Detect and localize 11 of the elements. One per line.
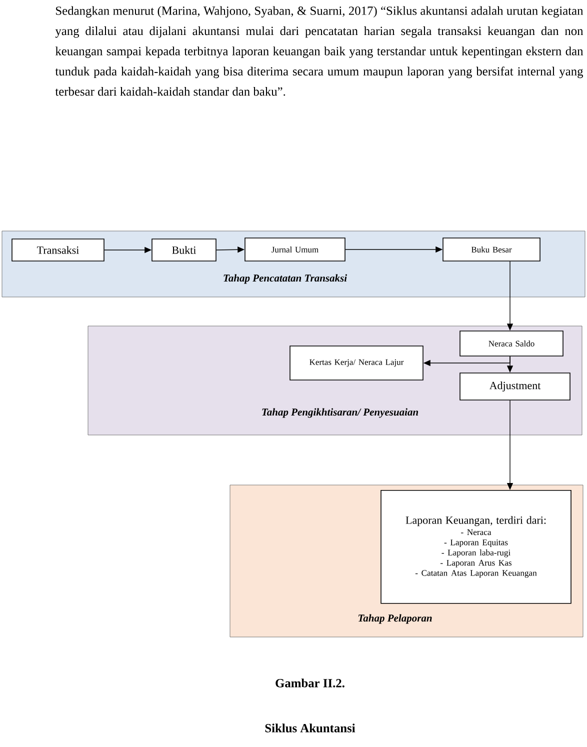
report-box: Laporan Keuangan, terdiri dari: - Neraca - Laporan Equitas - Laporan laba-rugi - Laporan Arus Kas - Catatan Atas Laporan Keuangan xyxy=(380,490,572,604)
body-paragraph: Sedangkan menurut (Marina, Wahjono, Syaban, & Suarni, 2017) “Siklus akuntansi adalah urutan kegiatan yang dilalui atau dijalani akuntansi mulai dari pencatatan harian segala transaksi keuangan dan non keuangan sampai kepada terbitnya laporan keuangan baik yang terstandar untuk kepentingan ekstern dan tunduk pada kaidah-kaidah yang bisa diterima secara umum maupun laporan yang bersifat internal yang terbesar dari kaidah-kaidah standar dan baku”. xyxy=(55,6,584,96)
process-box: Adjustment xyxy=(460,372,570,400)
process-box: Transaksi xyxy=(12,238,104,262)
figure-caption: Gambar II.2. xyxy=(276,678,344,688)
process-box: Kertas Kerja/ Neraca Lajur xyxy=(290,346,424,380)
process-box: Neraca Saldo xyxy=(460,330,564,356)
process-box: Jurnal Umum xyxy=(244,238,346,262)
process-box: Buku Besar xyxy=(442,238,540,262)
process-box: Bukti xyxy=(152,238,216,262)
figure-title: Siklus Akuntansi xyxy=(265,724,356,732)
